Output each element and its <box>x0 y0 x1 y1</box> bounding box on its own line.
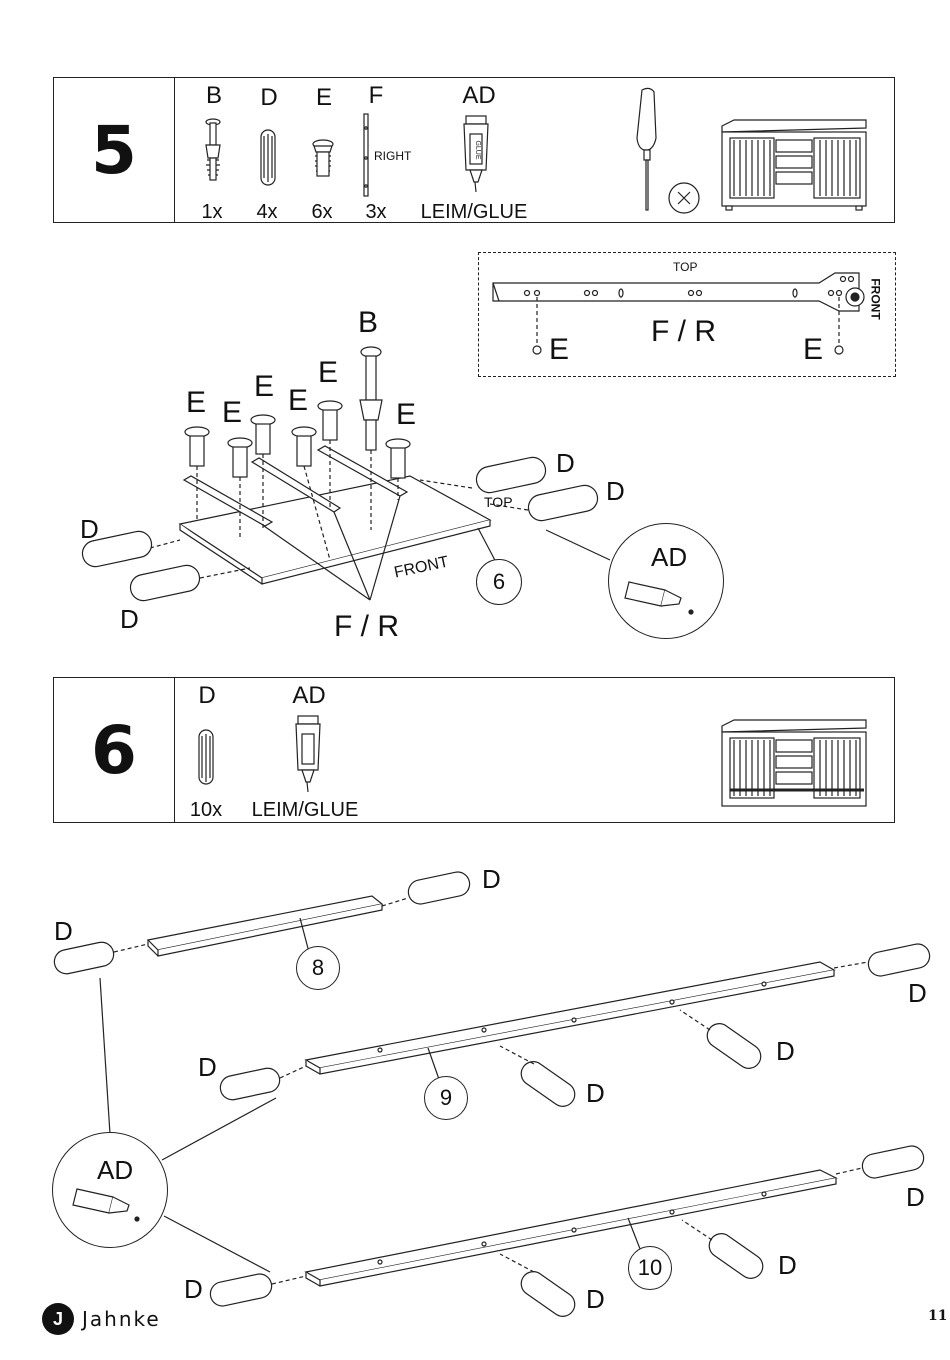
panel-number: 9 <box>440 1085 452 1111</box>
brand-logo: J Jahnke <box>42 1303 161 1335</box>
panel-number: 10 <box>638 1255 662 1281</box>
panel-9-callout: 9 <box>424 1076 468 1120</box>
panel-number: 8 <box>312 955 324 981</box>
brand-mark-icon: J <box>42 1303 74 1335</box>
label-d-10-mid: D <box>586 1286 605 1312</box>
label-d-9-mid-right: D <box>776 1038 795 1064</box>
brand-name: Jahnke <box>82 1307 161 1331</box>
label-d-9-mid: D <box>586 1080 605 1106</box>
label-d-10-right: D <box>906 1184 925 1210</box>
label-d-8-left: D <box>54 918 73 944</box>
panel-8-callout: 8 <box>296 946 340 990</box>
label-d-9-left: D <box>198 1054 217 1080</box>
label-d-8-right: D <box>482 866 501 892</box>
label-d-9-right: D <box>908 980 927 1006</box>
glue-tube-icon <box>53 1133 169 1249</box>
label-d-10-left: D <box>184 1276 203 1302</box>
panel-10-callout: 10 <box>628 1246 672 1290</box>
glue-callout-step6: AD <box>52 1132 168 1248</box>
label-d-10-mid-right: D <box>778 1252 797 1278</box>
page-number: 11 <box>928 1308 947 1324</box>
